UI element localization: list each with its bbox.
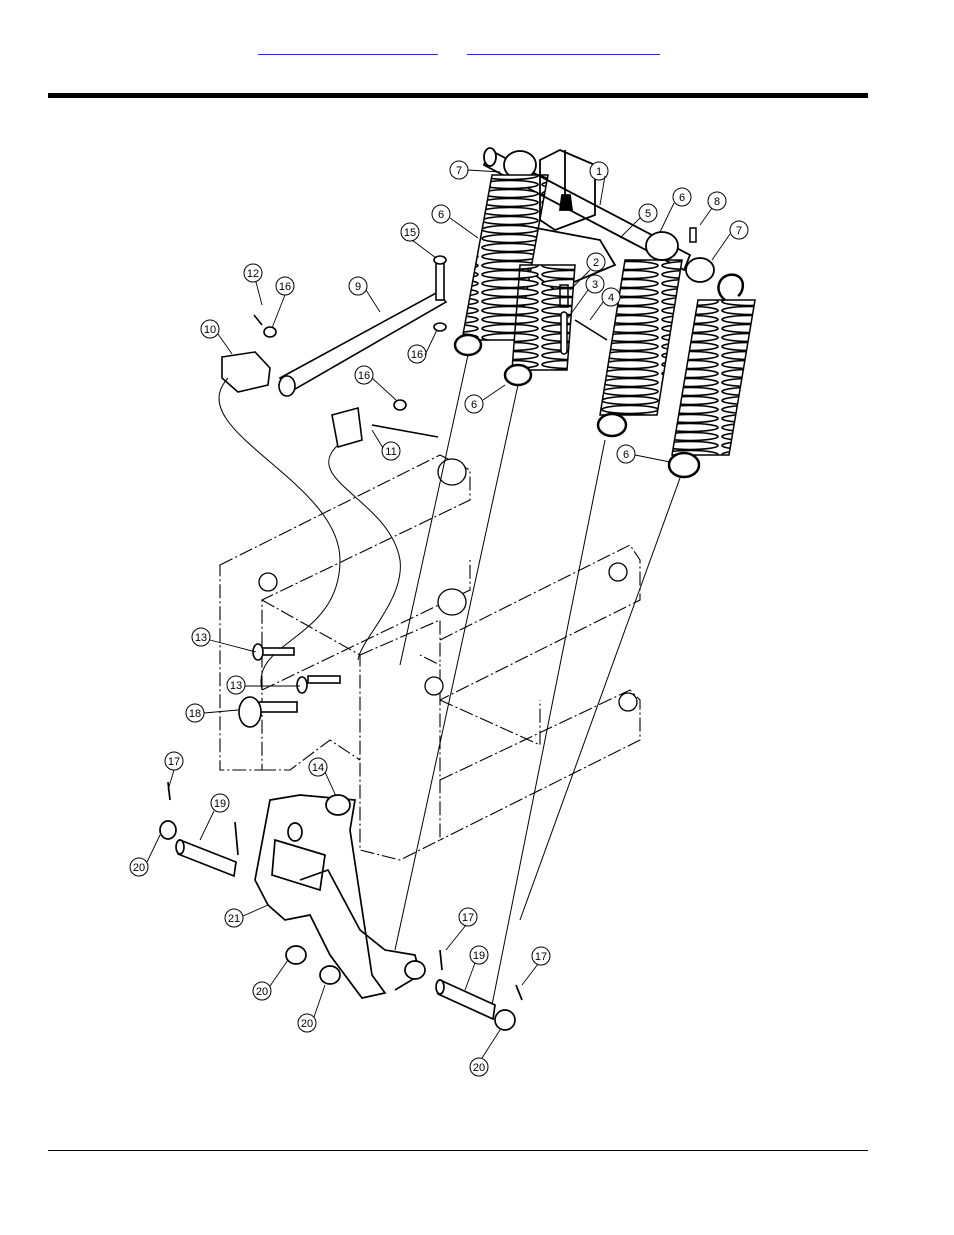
callout-7: 7 xyxy=(730,221,748,239)
callout-17: 17 xyxy=(532,947,550,965)
callout-13: 13 xyxy=(227,676,245,694)
svg-text:6: 6 xyxy=(471,399,477,411)
callout-14: 14 xyxy=(309,758,327,776)
svg-text:2: 2 xyxy=(593,257,599,269)
callout-19: 19 xyxy=(470,946,488,964)
callout-7: 7 xyxy=(450,161,468,179)
callout-20: 20 xyxy=(130,858,148,876)
callout-6: 6 xyxy=(432,205,450,223)
svg-text:12: 12 xyxy=(247,268,259,280)
svg-text:21: 21 xyxy=(228,913,240,925)
bolts xyxy=(239,644,340,727)
callout-18: 18 xyxy=(186,704,204,722)
svg-text:10: 10 xyxy=(204,324,216,336)
lower-hitch xyxy=(160,782,522,1030)
callout-6: 6 xyxy=(673,188,691,206)
callout-11: 11 xyxy=(382,442,400,460)
callout-21: 21 xyxy=(225,909,243,927)
callout-20: 20 xyxy=(470,1058,488,1076)
svg-text:6: 6 xyxy=(623,449,629,461)
callout-6: 6 xyxy=(465,395,483,413)
callout-8: 8 xyxy=(708,192,726,210)
callout-10: 10 xyxy=(201,320,219,338)
svg-text:5: 5 xyxy=(645,208,651,220)
svg-text:20: 20 xyxy=(256,986,268,998)
svg-text:9: 9 xyxy=(355,281,361,293)
callout-16: 16 xyxy=(408,345,426,363)
svg-text:17: 17 xyxy=(535,951,547,963)
svg-text:7: 7 xyxy=(736,225,742,237)
svg-text:13: 13 xyxy=(230,680,242,692)
svg-text:20: 20 xyxy=(133,862,145,874)
callout-3: 3 xyxy=(586,275,604,293)
callout-19: 19 xyxy=(211,794,229,812)
callout-17: 17 xyxy=(459,908,477,926)
callout-13: 13 xyxy=(192,628,210,646)
spring-3 xyxy=(598,260,682,436)
callout-5: 5 xyxy=(639,204,657,222)
svg-text:4: 4 xyxy=(608,292,614,304)
callout-4: 4 xyxy=(602,288,620,306)
callout-12: 12 xyxy=(244,264,262,282)
callout-17: 17 xyxy=(165,752,183,770)
svg-text:16: 16 xyxy=(358,370,370,382)
svg-text:16: 16 xyxy=(279,281,291,293)
svg-text:3: 3 xyxy=(592,279,598,291)
svg-text:6: 6 xyxy=(679,192,685,204)
svg-text:19: 19 xyxy=(214,798,226,810)
svg-text:14: 14 xyxy=(312,762,324,774)
svg-text:20: 20 xyxy=(473,1062,485,1074)
svg-text:11: 11 xyxy=(385,446,396,458)
callout-9: 9 xyxy=(349,277,367,295)
svg-text:15: 15 xyxy=(404,227,416,239)
callout-16: 16 xyxy=(276,277,294,295)
callout-20: 20 xyxy=(298,1014,316,1032)
callout-15: 15 xyxy=(401,223,419,241)
svg-text:17: 17 xyxy=(462,912,474,924)
svg-text:7: 7 xyxy=(456,165,462,177)
svg-text:18: 18 xyxy=(189,708,201,720)
svg-text:19: 19 xyxy=(473,950,485,962)
svg-text:13: 13 xyxy=(195,632,207,644)
callout-20: 20 xyxy=(253,982,271,1000)
callout-2: 2 xyxy=(587,253,605,271)
svg-text:20: 20 xyxy=(301,1018,313,1030)
spring-4 xyxy=(669,275,755,477)
svg-text:6: 6 xyxy=(438,209,444,221)
svg-text:1: 1 xyxy=(596,166,602,178)
callout-6: 6 xyxy=(617,445,635,463)
svg-text:17: 17 xyxy=(168,756,180,768)
callout-16: 16 xyxy=(355,366,373,384)
svg-text:8: 8 xyxy=(714,196,720,208)
svg-text:16: 16 xyxy=(411,349,423,361)
callout-1: 1 xyxy=(590,162,608,180)
